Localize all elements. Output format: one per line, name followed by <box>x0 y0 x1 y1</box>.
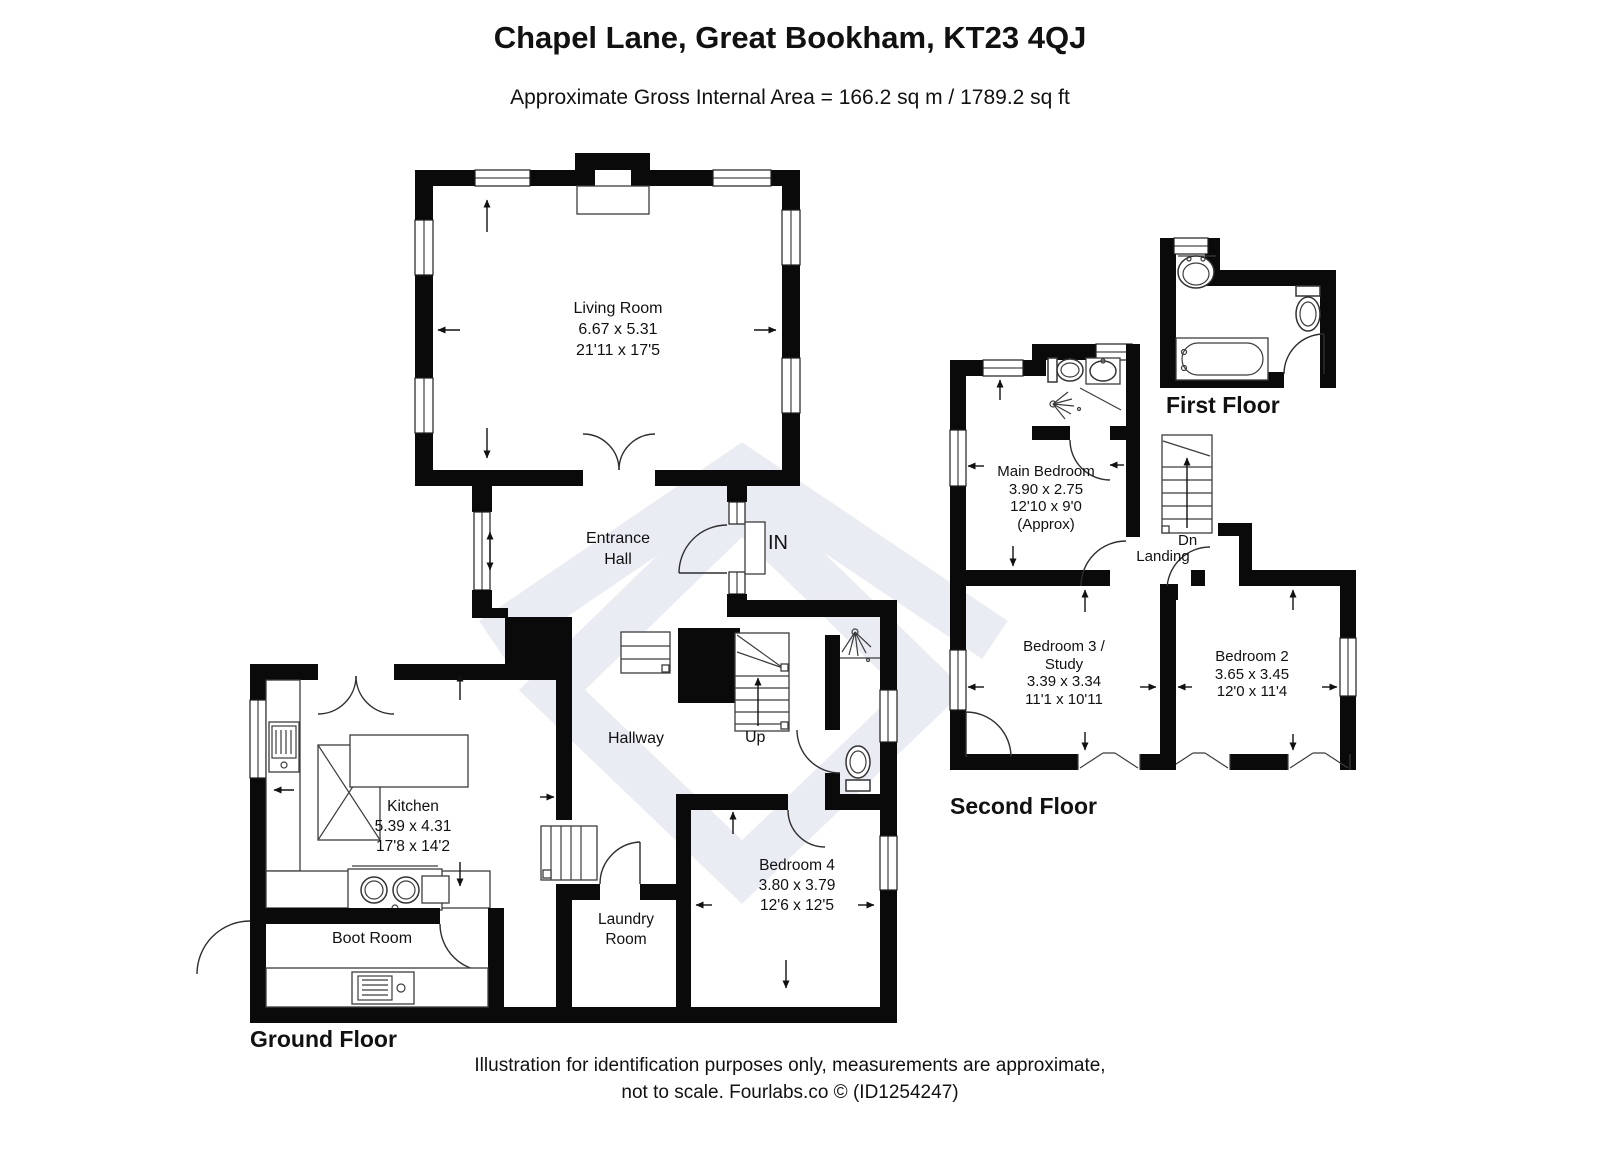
living-room-double-doors <box>582 433 656 471</box>
toilet-first-floor <box>1295 285 1321 332</box>
main-bedroom-door <box>1080 540 1127 587</box>
bedroom-divider-wall <box>1160 586 1176 770</box>
wc-door <box>796 729 841 774</box>
living-room-label: Living Room 6.67 x 5.31 21'11 x 17'5 <box>573 300 663 359</box>
entrance-hall-walls <box>472 486 766 618</box>
kitchen-sink <box>268 721 300 773</box>
landing-area <box>950 434 1252 600</box>
bathtub <box>1175 337 1269 381</box>
small-steps <box>540 825 598 881</box>
page-title: Chapel Lane, Great Bookham, KT23 4QJ <box>493 20 1087 55</box>
stove <box>347 865 450 912</box>
ensuite-door <box>1069 439 1111 481</box>
bedroom3-eaves-door <box>965 711 1012 758</box>
bathroom-sink <box>1177 255 1216 289</box>
kitchen-label: Kitchen 5.39 x 4.31 17'8 x 14'2 <box>374 798 452 855</box>
second-outer-walls <box>949 343 1357 770</box>
first-floor-label: First Floor <box>1166 392 1280 418</box>
ensuite-shower <box>1049 387 1122 420</box>
ground-floor-plan <box>196 153 898 1023</box>
second-floor-label: Second Floor <box>950 793 1097 819</box>
second-floor-plan <box>949 343 1357 770</box>
kitchen-double-doors <box>317 675 395 715</box>
entry-door <box>678 521 766 575</box>
bedroom4-laundry <box>540 794 826 1023</box>
ensuite-sink <box>1085 357 1121 385</box>
shower-icon <box>841 628 872 663</box>
ensuite <box>1032 357 1140 481</box>
bedroom4-label: Bedroom 4 3.80 x 3.79 12'6 x 12'5 <box>758 857 836 914</box>
kitchen-walls <box>250 617 572 820</box>
kitchen-table <box>349 734 469 788</box>
boot-room-exterior-door <box>196 920 251 975</box>
boot-room-label: Boot Room <box>331 930 413 947</box>
laundry-door <box>599 841 641 885</box>
dormer-windows <box>1077 752 1351 770</box>
bedroom4-door <box>787 809 826 848</box>
stairs-up-label: Up <box>745 729 766 746</box>
bathroom-door <box>1283 333 1325 375</box>
first-floor-plan <box>1160 237 1336 388</box>
entry-in-label: IN <box>768 532 788 554</box>
living-room-windows <box>414 169 801 434</box>
bedroom2-door <box>1166 546 1211 591</box>
kitchen-fixtures <box>265 679 491 912</box>
ground-outer-walls <box>249 600 898 1023</box>
bedroom2-label: Bedroom 2 3.65 x 3.45 12'0 x 11'4 <box>1214 648 1290 700</box>
boot-room-door <box>439 923 489 972</box>
boot-room <box>196 908 504 1023</box>
ground-dimension-arrows <box>273 199 875 989</box>
bedroom3-label: Bedroom 3 / Study 3.39 x 3.34 11'1 x 10'… <box>1023 638 1105 708</box>
laundry-room-label: Laundry Room <box>597 911 655 948</box>
chimney-mass <box>678 628 740 703</box>
toilet-ensuite <box>1047 357 1084 383</box>
footer-disclaimer: Illustration for identification purposes… <box>474 1055 1106 1103</box>
stairs-up <box>734 632 790 732</box>
stairs-down-label: Dn <box>1178 532 1198 549</box>
page-subtitle: Approximate Gross Internal Area = 166.2 … <box>510 86 1070 109</box>
boot-room-sink <box>351 971 415 1005</box>
hallway-label: Hallway <box>607 730 665 747</box>
entrance-hall-label: Entrance Hall <box>585 530 651 568</box>
ground-floor-label: Ground Floor <box>250 1026 397 1052</box>
wc-fixtures <box>840 628 880 792</box>
main-bedroom-label: Main Bedroom 3.90 x 2.75 12'10 x 9'0 (Ap… <box>997 463 1095 533</box>
landing-label: Landing <box>1136 548 1190 565</box>
living-room-walls <box>414 153 801 486</box>
stairs-down <box>1161 434 1213 534</box>
hallway-area <box>620 628 897 810</box>
second-dimension-arrows <box>967 379 1338 751</box>
hall-cupboard <box>620 631 671 674</box>
toilet-ground <box>845 745 871 792</box>
